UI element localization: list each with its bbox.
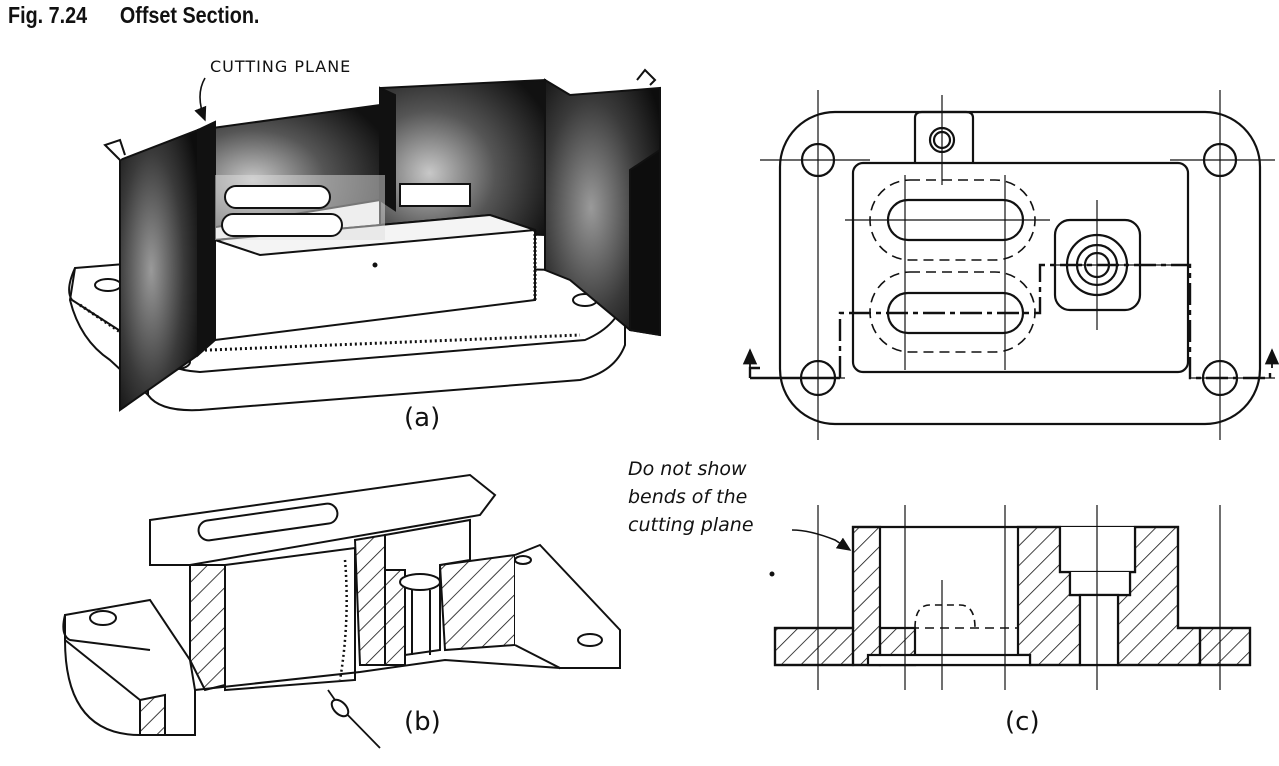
note-line-2: bends of the <box>628 486 747 508</box>
plan-boss <box>851 161 1190 374</box>
view-b-label: (b) <box>404 707 441 737</box>
section-face-center-left <box>353 533 386 666</box>
slot-upper <box>224 185 331 209</box>
plan-lug <box>913 110 975 163</box>
plan-outline <box>778 110 1262 426</box>
plan-centerlines <box>760 90 1275 440</box>
cutting-plane-arrow-left <box>103 138 126 161</box>
cutting-plane-leader <box>194 77 207 122</box>
plan-cutting-plane-line <box>748 263 1272 380</box>
figure-number: Fig. 7.24 <box>8 2 88 28</box>
note-line-3: cutting plane <box>628 514 754 536</box>
slot-top <box>197 502 339 542</box>
base-hole-left <box>89 610 117 626</box>
section-face-lower-left <box>139 693 166 736</box>
section-hatch-right-flange <box>1198 626 1252 667</box>
section-face-center-right <box>384 559 406 666</box>
view-c-section <box>769 505 1252 690</box>
view-c-label: (c) <box>1005 707 1040 737</box>
view-c-plan <box>742 90 1279 440</box>
figure-title: Fig. 7.24 Offset Section. <box>8 2 259 29</box>
cutting-plane-callout: CUTTING PLANE <box>210 57 351 76</box>
slot-lower <box>221 213 343 237</box>
figure-caption: Offset Section. <box>119 2 260 28</box>
section-face-left <box>189 564 226 692</box>
viewing-arrow-head <box>330 698 350 718</box>
section-hatch-left-boss <box>851 525 882 667</box>
note-line-1: Do not show <box>628 458 747 480</box>
view-b-pictorial <box>62 473 621 749</box>
view-a-pictorial <box>68 68 661 412</box>
cutting-plane-arrow-right <box>636 68 657 86</box>
section-centerlines <box>817 505 1221 690</box>
note-leader <box>791 529 852 551</box>
section-face-right <box>438 553 516 652</box>
section-hatch-left-flange <box>773 626 855 667</box>
base-plate <box>64 598 196 736</box>
view-a-label: (a) <box>404 403 440 433</box>
cutting-plane-back-panel <box>379 78 546 237</box>
